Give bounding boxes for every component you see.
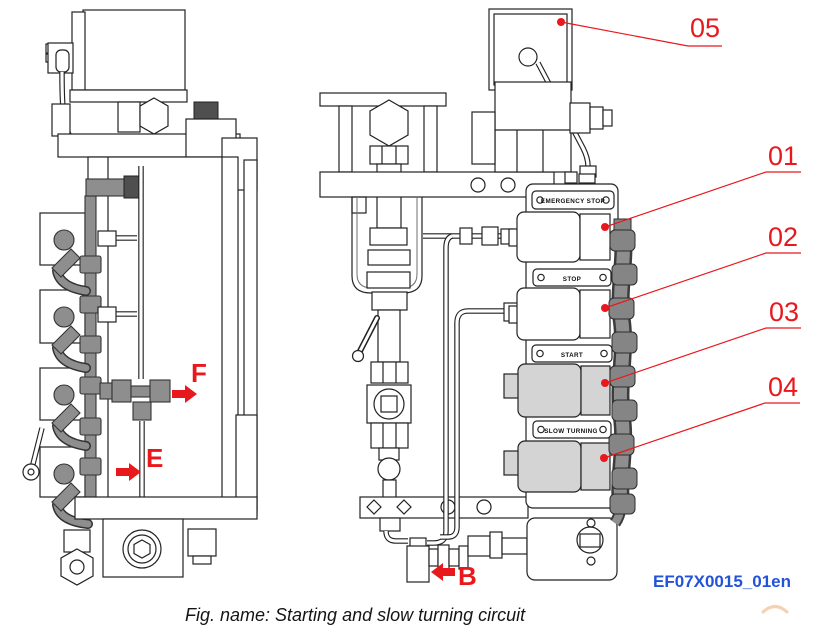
callout-04-label: 04: [768, 372, 798, 402]
arrow-right-icon: [172, 385, 197, 403]
callout-04: 04: [600, 372, 800, 462]
watermark-arc: [761, 605, 789, 614]
valve-lever: [351, 349, 365, 363]
port-e-label: E: [146, 443, 163, 473]
port-b-label: B: [458, 561, 477, 591]
callout-03-label: 03: [769, 297, 799, 327]
elbow-fitting: [51, 229, 91, 296]
callout-02-label: 02: [768, 222, 798, 252]
motor-housing: [82, 9, 186, 91]
elbow-fitting: [51, 384, 91, 451]
flow-arrow-f: F: [172, 358, 207, 403]
tee-fitting: [99, 379, 171, 421]
panel-plate-stop: STOP: [532, 268, 612, 287]
cylinder-body: [87, 156, 239, 508]
inlet-fitting-b: [406, 531, 528, 583]
plate-label-stop: STOP: [563, 276, 581, 283]
figure-caption: Fig. name: Starting and slow turning cir…: [185, 605, 526, 625]
panel-plate-start: START: [531, 344, 613, 363]
arrow-left-icon: [431, 563, 455, 581]
base-plate: [74, 496, 258, 520]
pushbutton-start: [503, 363, 611, 418]
pushbutton-emergency-stop: [508, 211, 611, 263]
plate-label-slow-turning: SLOW TURNING: [544, 428, 598, 435]
control-panel: EMERGENCY STOP STOP START: [503, 183, 619, 509]
left-assembly-view: [22, 9, 258, 586]
top-fitting: [55, 49, 70, 73]
elbow-fitting: [51, 306, 91, 373]
callout-05-label: 05: [690, 13, 720, 43]
panel-plate-slow-turning: SLOW TURNING: [532, 420, 612, 439]
pushbutton-stop: [508, 287, 611, 341]
hex-bolt: [139, 97, 169, 135]
callout-01: 01: [601, 141, 801, 231]
port-f-label: F: [191, 358, 207, 388]
elbow-fitting: [51, 463, 93, 529]
flow-arrow-e: E: [116, 443, 163, 481]
callout-01-label: 01: [768, 141, 798, 171]
panel-plate-emergency-stop: EMERGENCY STOP: [531, 190, 615, 210]
doc-code: EF07X0015_01en: [653, 572, 791, 591]
plate-label-emergency-stop: EMERGENCY STOP: [541, 198, 605, 205]
arrow-right-icon: [116, 463, 141, 481]
callout-03: 03: [601, 297, 801, 387]
pushbutton-slow-turning: [503, 440, 611, 493]
hex-plug: [60, 548, 94, 586]
manifold-block: [526, 517, 618, 581]
flexible-conduit: [608, 218, 638, 527]
callout-05: 05: [557, 13, 722, 47]
callout-02: 02: [601, 222, 801, 312]
mounting-beam: [319, 171, 555, 198]
plate-label-start: START: [561, 352, 583, 359]
hex-bolt: [369, 99, 409, 147]
flow-arrow-b: B: [431, 561, 477, 591]
